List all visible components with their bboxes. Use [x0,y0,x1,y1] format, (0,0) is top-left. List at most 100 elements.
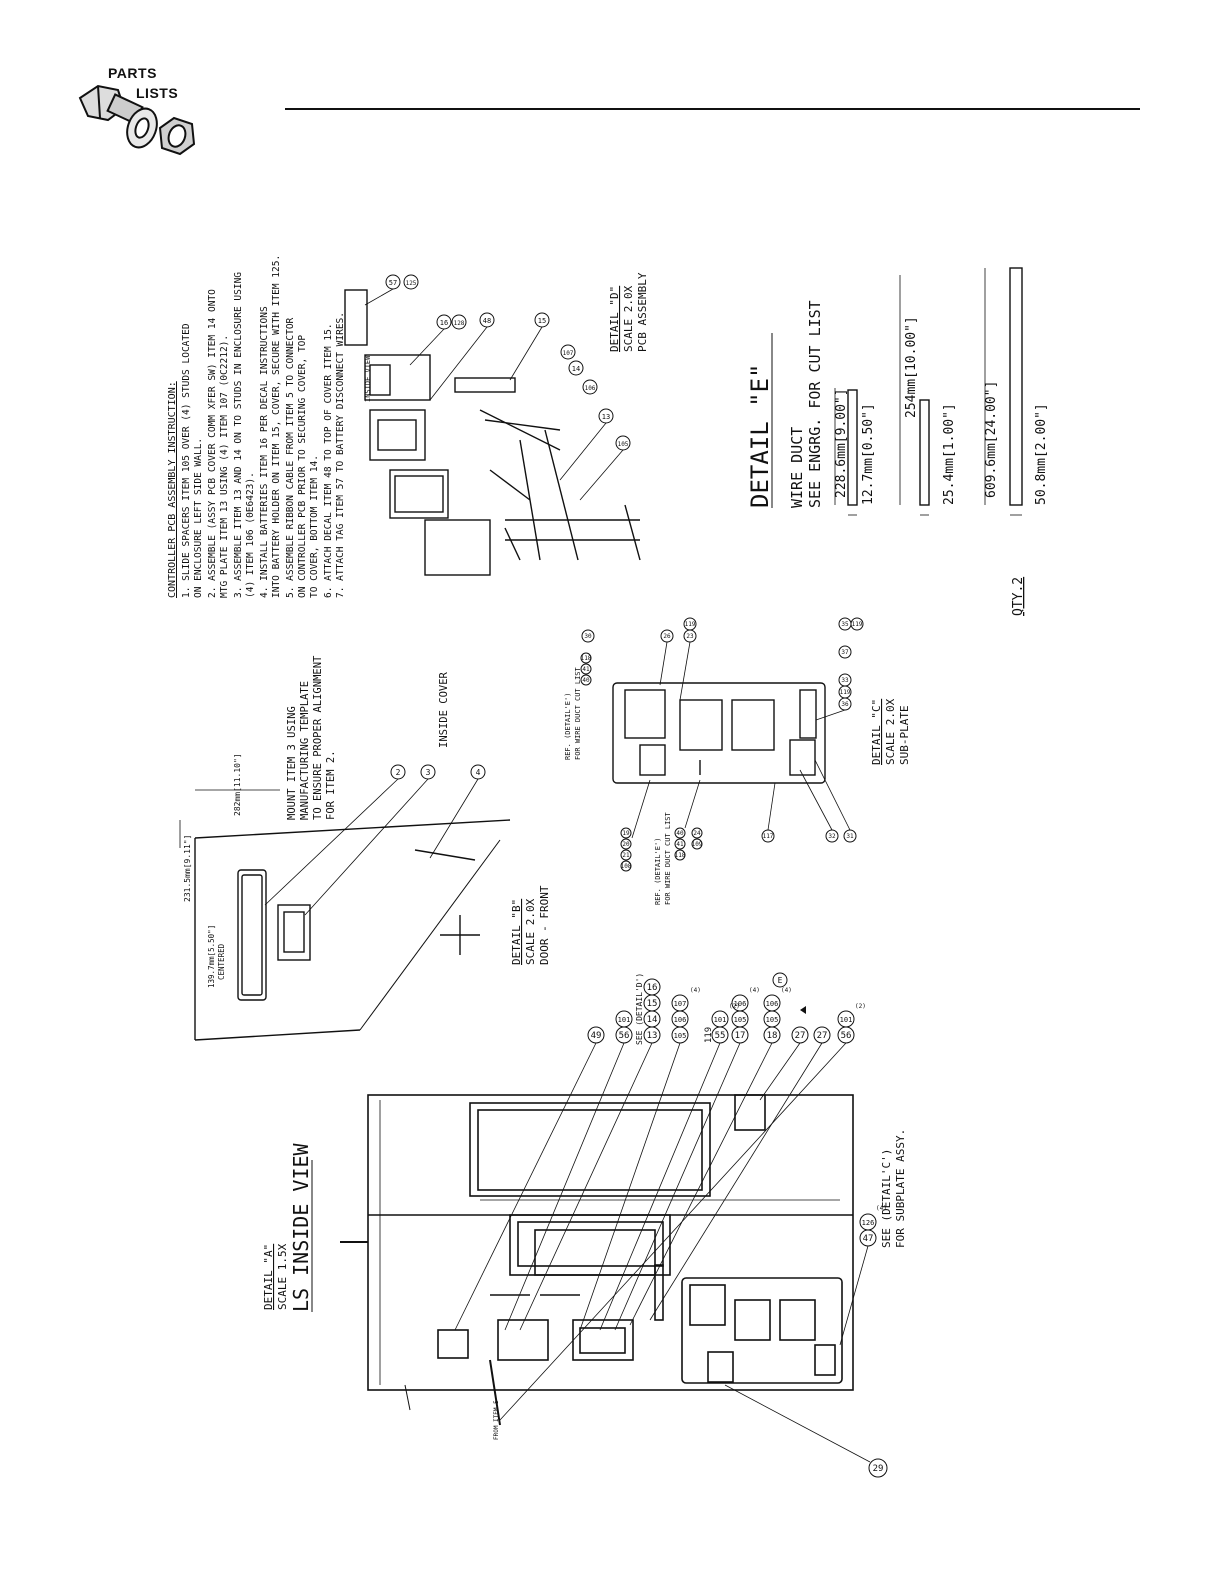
dim-12mm: 12.7mm[0.50"] [861,403,876,505]
svg-text:16: 16 [440,319,448,327]
item-balloon: 106 [582,379,598,395]
detail-c-ref-top: REF. (DETAIL'E') FOR WIRE DUCT CUT LIST [564,666,582,760]
ls-inside-view-title: LS INSIDE VIEW [289,1142,313,1312]
callout-13-14-15-16: 13 14 15 16 [643,978,661,1044]
svg-text:47: 47 [863,1234,874,1244]
svg-text:35: 35 [841,621,849,628]
item-balloon: 31 [843,829,857,843]
svg-text:119: 119 [685,621,696,628]
item-balloon: 57 [385,274,401,290]
svg-text:15: 15 [538,317,546,325]
item-balloon: 16 [436,314,452,330]
svg-text:23: 23 [686,633,694,640]
item-balloon: 36 [838,697,852,711]
header-rule [285,108,1140,110]
svg-text:16: 16 [647,983,658,993]
svg-text:101: 101 [714,1016,727,1024]
subplate-note-line: FOR SUBPLATE ASSY. [894,1129,907,1248]
item-balloon: 118 [674,849,686,861]
note-line: MANUFACTURING TEMPLATE [299,681,311,820]
instruction-line: 7. ATTACH TAG ITEM 57 TO BATTERY DISCONN… [335,312,346,598]
detail-d-title: DETAIL "D" [608,286,621,352]
callout-27-a: 27 [791,1026,809,1044]
item-balloon: 19 [620,827,632,839]
svg-text:2: 2 [396,768,401,777]
svg-text:40: 40 [676,830,684,837]
callout-29: 29 [724,1384,888,1478]
item-balloon: 21 [620,849,632,861]
callout-119: 119 [704,1027,714,1043]
callout-18-105-106: 18 105 106 (4) [763,987,792,1044]
svg-text:48: 48 [483,317,491,325]
svg-text:106: 106 [585,385,596,392]
detail-c-desc: SUB-PLATE [898,705,911,765]
detail-a-drawing [340,1094,854,1426]
svg-text:31: 31 [846,833,854,840]
svg-text:105: 105 [674,1032,687,1040]
svg-text:E: E [778,976,783,985]
svg-text:56: 56 [619,1031,630,1041]
item-balloon: 15 [534,312,550,328]
callout-105-106-107: 105 106 107 (4) [671,987,701,1044]
item-balloon: 107 [560,344,576,360]
item-balloon: 119 [850,617,864,631]
dim-50mm: 50.8mm[2.00"] [1034,403,1049,505]
detail-b-label: DETAIL "B" SCALE 2.0X DOOR - FRONT [510,885,551,965]
item-balloon: 41 [674,838,686,850]
svg-text:101: 101 [840,1016,853,1024]
svg-text:101: 101 [618,1016,631,1024]
detail-a-label: DETAIL "A" SCALE 1.5X [262,1243,289,1310]
inside-cover-label: INSIDE COVER [438,671,450,748]
svg-text:117: 117 [763,833,774,840]
item-balloon: 118 [580,652,592,664]
note-line: FOR ITEM 2. [325,750,337,820]
svg-text:106: 106 [766,1000,779,1008]
svg-text:13: 13 [602,413,610,421]
note-line: TO ENSURE PROPER ALIGNMENT [312,655,324,820]
detail-e-title: DETAIL "E" [746,364,774,509]
dim-centered: CENTERED [217,943,226,980]
svg-text:106: 106 [674,1016,687,1024]
svg-text:15: 15 [647,999,658,1009]
detail-c-scale: SCALE 2.0X [884,698,897,765]
instruction-line: INTO BATTERY HOLDER ON ITEM 15, COVER, S… [271,255,282,598]
dim-139mm: 139.7mm[5.50"] [207,925,216,988]
wire-duct-drawing [834,267,1023,516]
instruction-line: MTG PLATE ITEM 13 USING (4) ITEM 107 (0C… [219,335,230,598]
from-item-label: FROM ITEM 5 [493,1400,500,1440]
item-balloon: 40 [674,827,686,839]
item-balloon: 108 [620,860,632,872]
qty-note: (4) [690,987,701,994]
instruction-line: TO COVER, BOTTOM ITEM 14. [309,455,320,598]
svg-text:14: 14 [647,1015,658,1025]
inside-view-label: INSIDE VIEW [364,355,372,402]
svg-text:29: 29 [873,1464,884,1474]
dim-228mm: 228.6mm[9.00"] [834,388,849,498]
svg-text:30: 30 [584,633,592,640]
detail-a-scale: SCALE 1.5X [276,1243,289,1310]
instruction-line: 1. SLIDE SPACERS ITEM 105 OVER (4) STUDS… [181,323,192,598]
dim-25mm: 25.4mm[1.00"] [942,403,957,505]
qty-note: (4) [781,987,792,994]
detail-b-desc: DOOR - FRONT [538,885,551,965]
item-balloon: 26 [660,629,674,643]
item-balloon: 33 [838,673,852,687]
svg-text:55: 55 [715,1031,726,1041]
ref-note-line: FOR WIRE DUCT CUT LIST [574,666,582,760]
instruction-line: 5. ASSEMBLE RIBBON CABLE FROM ITEM 5 TO … [285,317,296,598]
svg-text:49: 49 [591,1031,602,1041]
svg-text:126: 126 [862,1219,875,1227]
instruction-line: 3. ASSEMBLE ITEM 13 AND 14 ON TO STUDS I… [233,272,244,598]
detail-c-drawing [612,682,826,784]
dim-231mm: 231.5mm[9.11"] [183,835,192,902]
item-balloon: 128 [451,314,467,330]
svg-text:119: 119 [840,689,851,696]
instruction-line: ON CONTROLLER PCB PRIOR TO SECURING COVE… [297,335,308,598]
detail-b-drawing [179,789,511,1041]
svg-text:14: 14 [572,365,580,373]
parts-lists-logo-icon [78,84,196,156]
svg-text:105: 105 [766,1016,779,1024]
svg-text:19: 19 [622,830,630,837]
svg-text:128: 128 [454,320,465,327]
